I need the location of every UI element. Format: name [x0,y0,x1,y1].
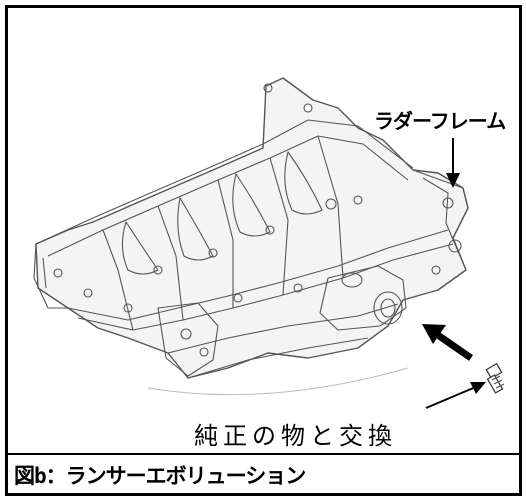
ladder-frame-pointer-arrow [446,138,460,188]
ladder-frame-label: ラダーフレーム [374,109,506,133]
caption-divider [8,453,519,455]
figure-frame: ラダーフレーム 純正の物と交換 図b：ランサーエボリューション [5,5,522,496]
replace-pointer-arrow [425,382,486,409]
replace-target-arrow [422,324,473,361]
replace-genuine-label: 純正の物と交換 [194,422,397,450]
figure-caption: 図b：ランサーエボリューション [14,464,306,488]
ladder-frame-drawing [33,77,505,409]
bolt-part-icon [485,362,505,394]
figure-area: ラダーフレーム 純正の物と交換 [8,8,519,453]
